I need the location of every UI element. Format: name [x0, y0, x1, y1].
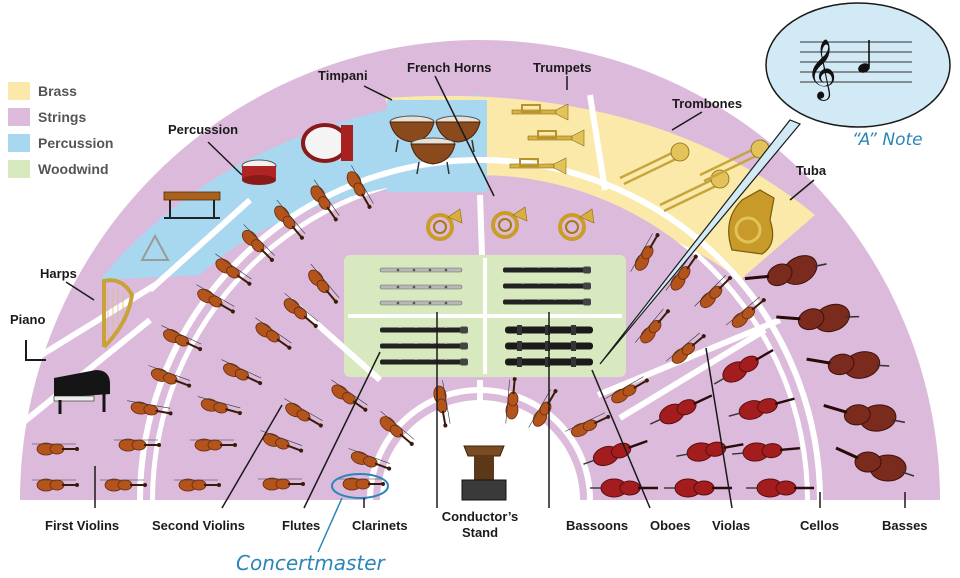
- label-piano: Piano: [10, 312, 45, 327]
- label-cellos: Cellos: [800, 518, 839, 533]
- treble-clef-icon: 𝄞: [806, 39, 837, 101]
- label-trumpets: Trumpets: [533, 60, 592, 75]
- label-oboes: Oboes: [650, 518, 690, 533]
- legend-label-percussion: Percussion: [38, 135, 113, 151]
- oboe-icon: [503, 266, 591, 306]
- label-tuba: Tuba: [796, 163, 827, 178]
- concertmaster-pointer: [318, 498, 342, 552]
- podium-icon: [462, 446, 506, 500]
- legend: Brass Strings Percussion Woodwind: [8, 82, 113, 178]
- label-conductors-stand-line2: Stand: [462, 525, 498, 540]
- annotation-a-note: “A” Note: [852, 130, 923, 150]
- label-conductors-stand-line1: Conductor’s: [442, 509, 519, 524]
- bass-drum-icon: [303, 125, 353, 161]
- label-french-horns: French Horns: [407, 60, 492, 75]
- label-flutes: Flutes: [282, 518, 320, 533]
- label-bassoons: Bassoons: [566, 518, 628, 533]
- label-harps: Harps: [40, 266, 77, 281]
- label-clarinets: Clarinets: [352, 518, 408, 533]
- label-first-violins: First Violins: [45, 518, 119, 533]
- snare-drum-icon: [242, 160, 276, 185]
- label-violas: Violas: [712, 518, 750, 533]
- legend-swatch-brass: [8, 82, 30, 100]
- legend-swatch-woodwind: [8, 160, 30, 178]
- label-second-violins: Second Violins: [152, 518, 245, 533]
- label-basses: Basses: [882, 518, 928, 533]
- legend-label-strings: Strings: [38, 109, 86, 125]
- legend-swatch-strings: [8, 108, 30, 126]
- annotation-concertmaster: Concertmaster: [236, 551, 387, 575]
- label-percussion: Percussion: [168, 122, 238, 137]
- legend-label-brass: Brass: [38, 83, 77, 99]
- label-timpani: Timpani: [318, 68, 368, 83]
- legend-swatch-percussion: [8, 134, 30, 152]
- label-trombones: Trombones: [672, 96, 742, 111]
- clarinet-icon: [380, 326, 468, 366]
- legend-label-woodwind: Woodwind: [38, 161, 109, 177]
